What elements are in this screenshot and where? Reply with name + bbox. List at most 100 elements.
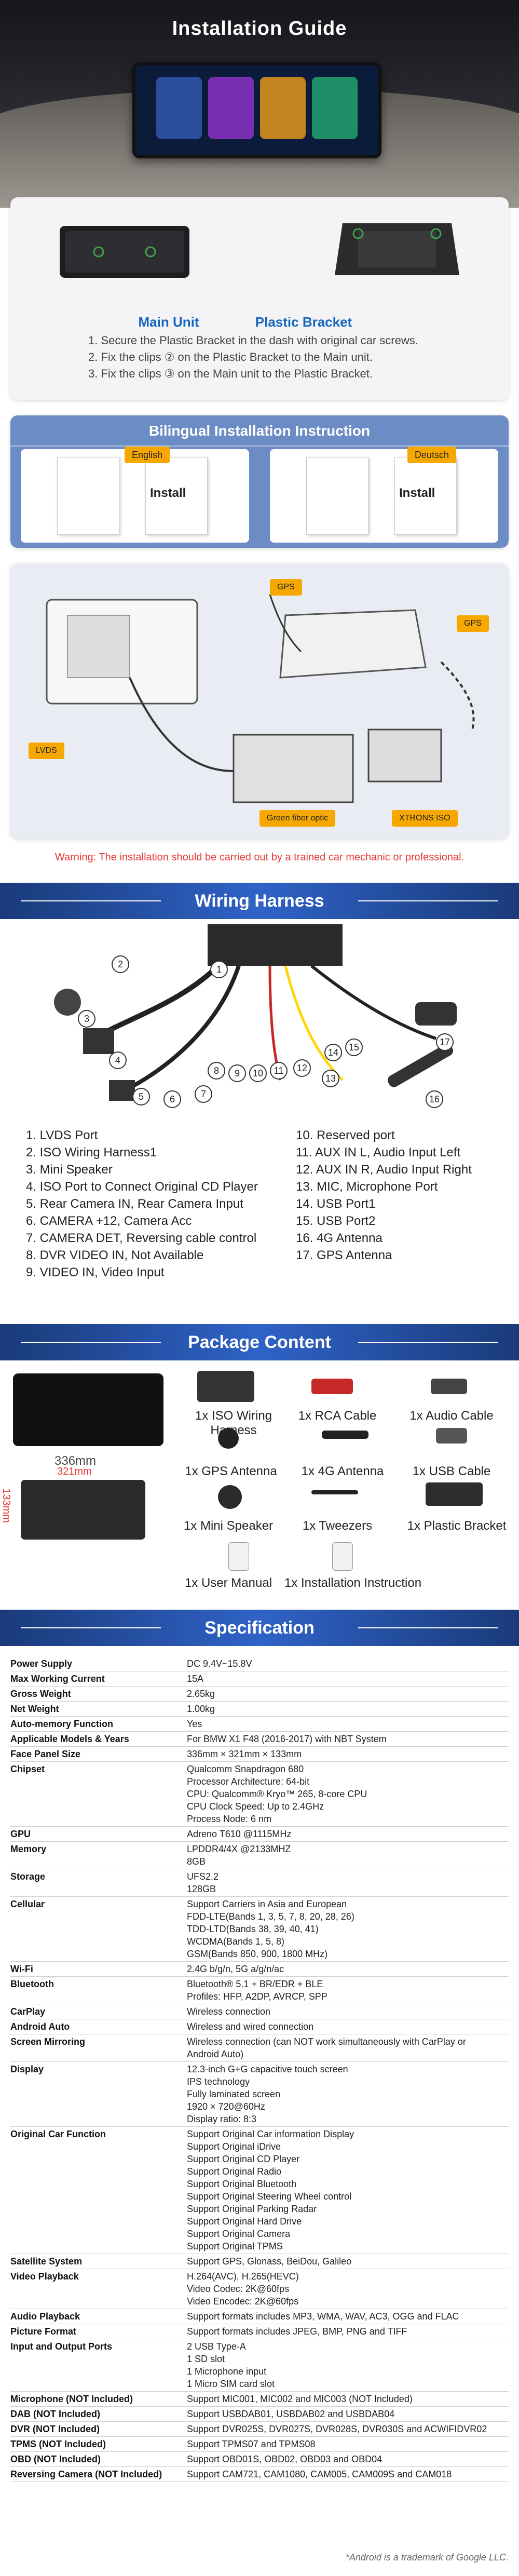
package-item: 1x Installation Instruction <box>284 1576 422 1590</box>
plastic-bracket-image <box>335 223 459 275</box>
wiring-section: Wiring Harness 2 1 3 4 5 6 7 8 9 10 11 1… <box>0 883 519 1324</box>
package-item: 1x RCA Cable <box>298 1409 377 1423</box>
4g-antenna-icon <box>322 1431 368 1439</box>
spec-value: Support OBD01S, OBD02, OBD03 and OBD04 <box>187 2451 509 2467</box>
lvds-label: LVDS <box>29 743 64 759</box>
trademark-footnote: *Android is a trademark of Google LLC. <box>345 2552 509 2562</box>
spec-value: LPDDR4/4X @2133MHZ 8GB <box>187 1841 509 1869</box>
wiring-title: Wiring Harness <box>195 891 324 911</box>
gps-label: GPS <box>457 615 489 632</box>
spec-value: Yes <box>187 1716 509 1732</box>
spec-key: GPU <box>10 1826 187 1842</box>
legend-item: 15. USB Port2 <box>296 1214 376 1228</box>
spec-key: Bluetooth <box>10 1976 187 2004</box>
spec-value: DC 9.4V~15.8V <box>187 1656 509 1671</box>
number-marker: 6 <box>163 1090 181 1108</box>
spec-value: Support Carriers in Asia and European FD… <box>187 1896 509 1962</box>
manual-thumbnail <box>306 457 368 535</box>
spec-key: Max Working Current <box>10 1671 187 1687</box>
spec-key: Auto-memory Function <box>10 1716 187 1732</box>
package-section: Package Content 336mm 321mm 133mm 1x ISO… <box>0 1324 519 1610</box>
spec-value: Qualcomm Snapdragon 680 Processor Archit… <box>187 1761 509 1827</box>
number-marker: 16 <box>426 1090 443 1108</box>
package-item: 1x Plastic Bracket <box>407 1519 507 1533</box>
legend-item: 4. ISO Port to Connect Original CD Playe… <box>26 1180 258 1194</box>
spec-key: Face Panel Size <box>10 1746 187 1762</box>
spec-key: Input and Output Ports <box>10 2339 187 2392</box>
install-step: 3. Fix the clips ③ on the Main unit to t… <box>88 367 373 380</box>
spec-value: 336mm × 321mm × 133mm <box>187 1746 509 1762</box>
spec-key: DAB (NOT Included) <box>10 2406 187 2422</box>
spec-key: Reversing Camera (NOT Included) <box>10 2466 187 2482</box>
spec-key: Net Weight <box>10 1701 187 1717</box>
legend-item: 12. AUX IN R, Audio Input Right <box>296 1163 472 1177</box>
legend-item: 8. DVR VIDEO IN, Not Available <box>26 1248 204 1262</box>
header-rule <box>21 1342 161 1343</box>
package-item: 1x USB Cable <box>412 1464 491 1478</box>
connection-diagram: GPS GPS LVDS Green fiber optic XTRONS IS… <box>10 563 509 839</box>
head-unit-screen <box>132 62 381 158</box>
spec-key: Audio Playback <box>10 2309 187 2324</box>
package-item: 1x User Manual <box>184 1576 272 1590</box>
spec-value: Support Original Car information Display… <box>187 2126 509 2254</box>
number-marker: 2 <box>112 955 129 973</box>
number-marker: 9 <box>228 1064 246 1082</box>
spec-key: CarPlay <box>10 2004 187 2019</box>
spec-value: Support formats includes MP3, WMA, WAV, … <box>187 2309 509 2324</box>
number-marker: 15 <box>345 1039 363 1056</box>
wiring-harness-image <box>54 924 457 1101</box>
spec-value: Support MIC001, MIC002 and MIC003 (NOT I… <box>187 2391 509 2407</box>
legend-item: 14. USB Port1 <box>296 1197 376 1211</box>
main-unit-image <box>60 226 189 278</box>
header-rule <box>21 900 161 901</box>
spec-key: Satellite System <box>10 2254 187 2269</box>
spec-value: 2 USB Type-A 1 SD slot 1 Microphone inpu… <box>187 2339 509 2392</box>
audio-cable-icon <box>431 1379 467 1394</box>
spec-value: For BMW X1 F48 (2016-2017) with NBT Syst… <box>187 1731 509 1747</box>
wiring-header: Wiring Harness <box>0 883 519 919</box>
install-steps-list: 1. Secure the Plastic Bracket in the das… <box>88 332 418 382</box>
spec-row: Reversing Camera (NOT Included)Support C… <box>10 2466 509 2482</box>
usb-cable-icon <box>436 1428 467 1444</box>
legend-item: 7. CAMERA DET, Reversing cable control <box>26 1231 257 1245</box>
number-marker: 7 <box>195 1085 212 1103</box>
manual-thumbnail: Install <box>394 457 457 535</box>
number-marker: 4 <box>109 1051 127 1069</box>
spec-value: Support GPS, Glonass, BeiDou, Galileo <box>187 2254 509 2269</box>
hero-dashboard-image: Installation Guide <box>0 0 519 208</box>
spec-header: Specification <box>0 1610 519 1646</box>
spec-key: Gross Weight <box>10 1686 187 1702</box>
number-marker: 12 <box>293 1059 311 1077</box>
spec-key: OBD (NOT Included) <box>10 2451 187 2467</box>
number-marker: 8 <box>208 1062 225 1080</box>
package-item: 1x GPS Antenna <box>185 1464 277 1478</box>
deutsch-manual-card: Install Deutsch <box>270 447 498 543</box>
spec-key: Android Auto <box>10 2019 187 2034</box>
deutsch-tag: Deutsch <box>407 447 457 463</box>
spec-value: 1.00kg <box>187 1701 509 1717</box>
legend-item: 17. GPS Antenna <box>296 1248 392 1262</box>
spec-value: Support TPMS07 and TPMS08 <box>187 2436 509 2452</box>
spec-value: 2.65kg <box>187 1686 509 1702</box>
number-marker: 1 <box>210 961 228 978</box>
number-marker: 11 <box>270 1062 288 1080</box>
